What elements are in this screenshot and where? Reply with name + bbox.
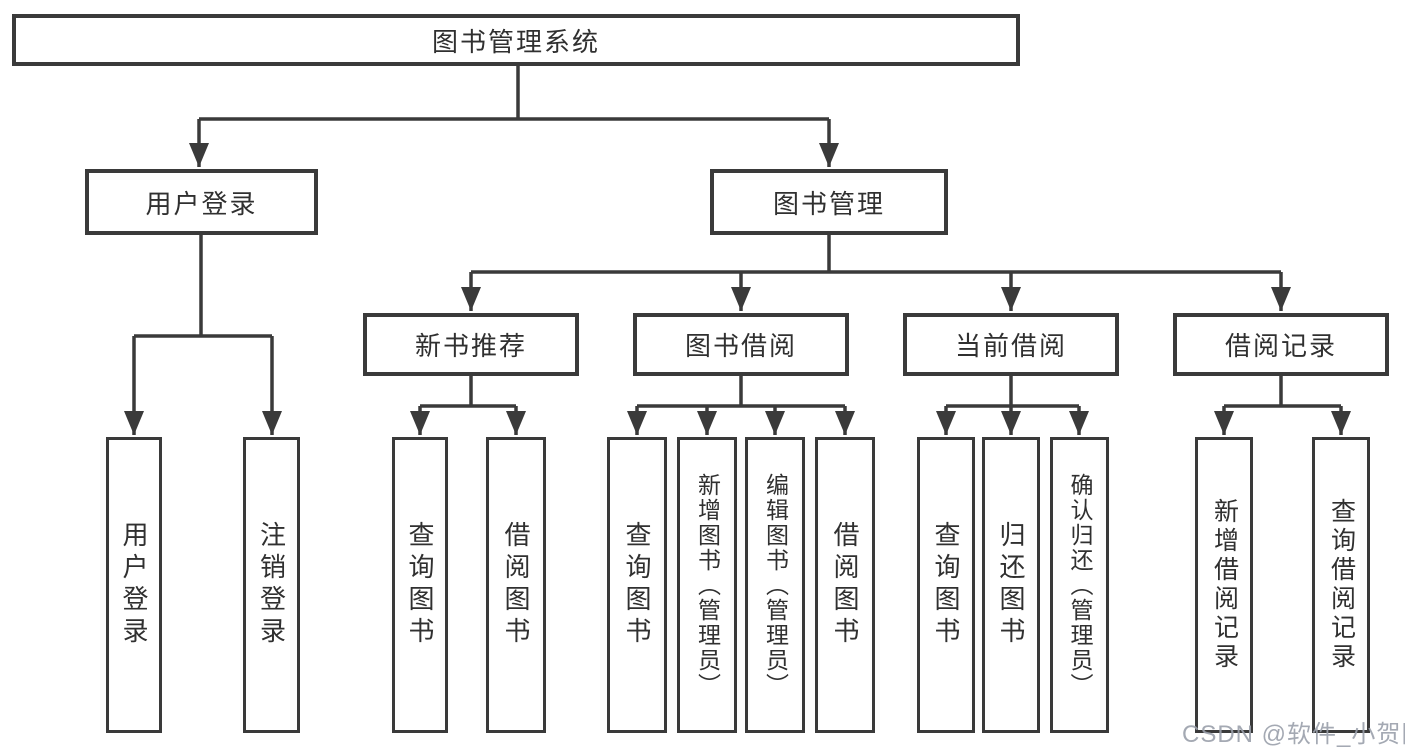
node-user-login-group: 用户登录: [85, 169, 318, 235]
node-label: 新书推荐: [414, 331, 527, 361]
node-label: 图书借阅: [684, 331, 797, 361]
node-confirm-return-admin: 确认归还（管理员）: [1050, 437, 1109, 733]
node-label: 查询图书: [931, 521, 961, 649]
node-edit-books-admin: 编辑图书（管理员）: [745, 437, 805, 733]
node-query-books-recommend: 查询图书: [392, 437, 448, 733]
node-library-management-system: 图书管理系统: [12, 14, 1020, 66]
node-book-management: 图书管理: [710, 169, 948, 235]
node-current-borrowing: 当前借阅: [903, 313, 1119, 376]
node-label: 查询图书: [405, 521, 435, 649]
node-label: 新增图书（管理员）: [694, 472, 721, 698]
node-label: 查询图书: [622, 521, 652, 649]
node-label: 借阅记录: [1224, 331, 1337, 361]
node-add-books-admin: 新增图书（管理员）: [677, 437, 737, 733]
node-label: 确认归还（管理员）: [1067, 472, 1093, 698]
node-logout: 注销登录: [243, 437, 300, 733]
node-borrow-books-recommend: 借阅图书: [486, 437, 546, 733]
node-query-borrow-record: 查询借阅记录: [1312, 437, 1370, 733]
node-label: 归还图书: [996, 521, 1026, 649]
node-return-books: 归还图书: [982, 437, 1040, 733]
csdn-watermark: CSDN @软件_小贺同学: [1182, 721, 1405, 747]
node-label: 用户登录: [119, 521, 149, 649]
node-label: 用户登录: [145, 188, 258, 219]
node-book-borrowing: 图书借阅: [633, 313, 849, 376]
node-query-books-borrowing: 查询图书: [607, 437, 667, 733]
node-label: 图书管理系统: [431, 26, 600, 57]
node-label: 借阅图书: [501, 521, 531, 649]
node-add-borrow-record: 新增借阅记录: [1195, 437, 1253, 733]
node-borrowing-records: 借阅记录: [1173, 313, 1389, 376]
node-label: 借阅图书: [830, 521, 860, 649]
node-label: 新增借阅记录: [1210, 498, 1239, 672]
node-label: 查询借阅记录: [1327, 498, 1356, 672]
node-new-book-recommendation: 新书推荐: [363, 313, 579, 376]
node-user-login-leaf: 用户登录: [106, 437, 162, 733]
node-label: 编辑图书（管理员）: [762, 472, 789, 698]
node-label: 当前借阅: [954, 331, 1067, 361]
node-label: 注销登录: [256, 521, 287, 649]
node-borrow-books-borrowing: 借阅图书: [815, 437, 875, 733]
node-label: 图书管理: [772, 188, 885, 219]
node-query-books-current: 查询图书: [917, 437, 975, 733]
